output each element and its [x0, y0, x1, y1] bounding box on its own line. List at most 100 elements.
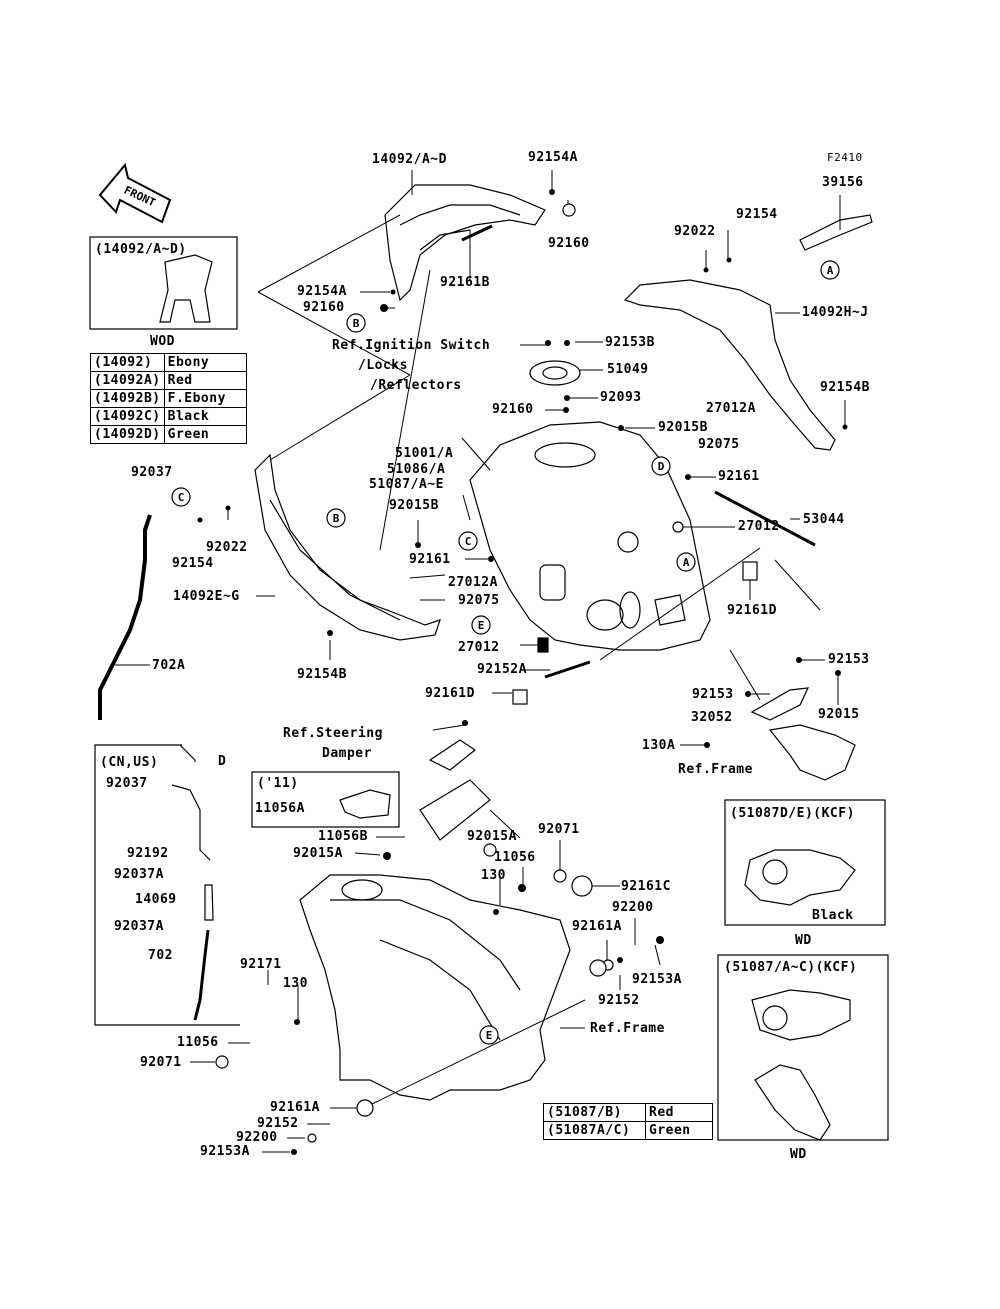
color-table-14092: (14092)Ebony (14092A)Red (14092B)F.Ebony…: [90, 353, 247, 444]
label-14092-ad: 14092/A~D: [372, 152, 447, 167]
table-row: (51087A/C)Green: [543, 1121, 713, 1140]
table-cell-color: Red: [645, 1103, 713, 1122]
table-cell-color: Green: [163, 425, 247, 444]
table-row: (14092B)F.Ebony: [90, 389, 247, 408]
leader-lines: [115, 170, 846, 1153]
label-92015: 92015: [818, 707, 860, 722]
label-92160-top: 92160: [548, 236, 590, 251]
label-32052: 32052: [691, 710, 733, 725]
label-92154a-top: 92154A: [528, 150, 578, 165]
callout-d-tank: [651, 456, 671, 476]
inset-51087ac-title: (51087/A~C)(KCF): [724, 960, 858, 975]
pin-92161B-drawing: [461, 224, 493, 242]
table-cell-code: (14092B): [90, 389, 165, 408]
inset-51087ac-caption: WD: [790, 1147, 807, 1162]
label-92153-mid: 92153: [692, 687, 734, 702]
table-cell-color: Ebony: [163, 353, 247, 372]
label-92161a-right: 92161A: [572, 919, 622, 934]
label-92161-left: 92161: [409, 552, 451, 567]
label-130-right: 130: [481, 868, 506, 883]
label-92160-mid: 92160: [303, 300, 345, 315]
label-92075-right: 92075: [698, 437, 740, 452]
inset-wod-title: (14092/A~D): [95, 242, 187, 257]
inset-cn-us-title: (CN,US): [100, 755, 159, 770]
inset-cn-us-92192: 92192: [127, 846, 169, 861]
table-cell-code: (51087A/C): [543, 1121, 646, 1140]
table-cell-code: (14092): [90, 353, 165, 372]
inset-cn-us-92037a: 92037A: [114, 867, 164, 882]
callout-c-tank-label: C: [465, 535, 472, 548]
label-ref-steering-2: Damper: [322, 746, 372, 761]
damper-92161D-right-drawing: [742, 561, 758, 581]
front-arrow-icon: [98, 162, 172, 224]
label-130-left: 130: [283, 976, 308, 991]
inset-51087de-title: (51087D/E)(KCF): [730, 806, 855, 821]
rod-53044-drawing: [714, 490, 816, 547]
callout-e-frame-label: E: [486, 1029, 493, 1042]
callout-a-top: [820, 260, 840, 280]
table-cell-code: (14092C): [90, 407, 165, 426]
label-92071-right: 92071: [538, 822, 580, 837]
label-51049: 51049: [607, 362, 649, 377]
label-ref-ignition-3: /Reflectors: [370, 378, 462, 393]
label-92161-right: 92161: [718, 469, 760, 484]
label-92015b-left: 92015B: [389, 498, 439, 513]
label-14092eg: 14092E~G: [173, 589, 240, 604]
label-ref-frame-lower: Ref.Frame: [590, 1021, 665, 1036]
label-92154a-mid: 92154A: [297, 284, 347, 299]
table-cell-color: Black: [163, 407, 247, 426]
label-92075-left: 92075: [458, 593, 500, 608]
main-frame-drawing: [299, 739, 571, 1101]
callout-b-side: [326, 508, 346, 528]
label-51086a: 51086/A: [387, 462, 446, 477]
label-92071-left: 92071: [140, 1055, 182, 1070]
upper-cover-drawing: [384, 184, 546, 302]
inset-51087ac-border: [717, 954, 889, 1141]
sticker-39156-drawing: [799, 214, 873, 251]
callout-d-tank-label: D: [658, 460, 665, 473]
label-92093: 92093: [600, 390, 642, 405]
label-92015a-right: 92015A: [467, 829, 517, 844]
label-27012a-left: 27012A: [448, 575, 498, 590]
left-side-cover-drawing: [254, 453, 441, 641]
fuel-hose-702A-drawing: [98, 514, 152, 720]
label-14092hj: 14092H~J: [802, 305, 869, 320]
label-53044: 53044: [803, 512, 845, 527]
inset-51087de-color: Black: [812, 908, 854, 923]
label-11056-left: 11056: [177, 1035, 219, 1050]
callout-b-top-label: B: [353, 317, 360, 330]
inset-cn-us-14069: 14069: [135, 892, 177, 907]
label-92153a-left: 92153A: [200, 1144, 250, 1159]
label-92154-left: 92154: [172, 556, 214, 571]
right-side-cover-drawing: [623, 279, 836, 451]
label-92152-left: 92152: [257, 1116, 299, 1131]
label-92161b: 92161B: [440, 275, 490, 290]
inset-11-part: 11056A: [255, 801, 305, 816]
label-27012-left: 27012: [458, 640, 500, 655]
callout-a-tank: [676, 552, 696, 572]
label-ref-steering-1: Ref.Steering: [283, 726, 383, 741]
inset-cn-us-92037: 92037: [106, 776, 148, 791]
label-92200-left: 92200: [236, 1130, 278, 1145]
label-11056-right: 11056: [494, 850, 536, 865]
label-51001a: 51001/A: [395, 446, 454, 461]
table-cell-color: Red: [163, 371, 247, 390]
inset-cn-us-92037a-2: 92037A: [114, 919, 164, 934]
label-51087ae: 51087/A~E: [369, 477, 444, 492]
bolt-92152A-drawing: [544, 660, 591, 679]
label-92015b-right: 92015B: [658, 420, 708, 435]
hardware-marks: [197, 189, 848, 1155]
table-cell-code: (14092A): [90, 371, 165, 390]
label-92161c: 92161C: [621, 879, 671, 894]
callout-circles: [171, 260, 840, 1045]
inset-wod-caption: WOD: [150, 334, 175, 349]
table-cell-code: (51087/B): [543, 1103, 646, 1122]
damper-92161D-left-drawing: [512, 689, 528, 705]
label-92161d-left: 92161D: [425, 686, 475, 701]
label-702a: 702A: [152, 658, 186, 673]
table-row: (14092)Ebony: [90, 353, 247, 372]
label-92037-top: 92037: [131, 465, 173, 480]
label-92152-right: 92152: [598, 993, 640, 1008]
label-92161a-left: 92161A: [270, 1100, 320, 1115]
